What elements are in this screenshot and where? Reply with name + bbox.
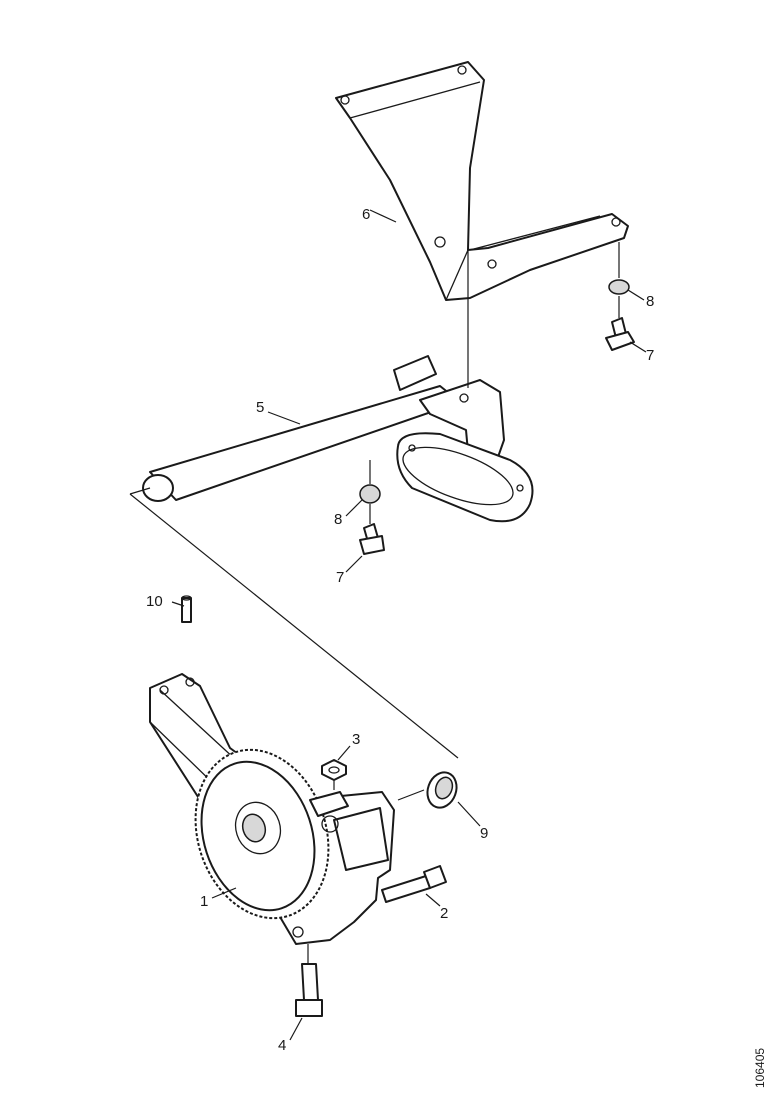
- dowel-pin-part-10: [181, 595, 192, 623]
- callout-7-lower: 7: [336, 569, 344, 586]
- callout-10: 10: [146, 593, 163, 610]
- nut-part-3: [321, 759, 347, 781]
- reference-code: 106405: [753, 1048, 767, 1088]
- assembly-axis-lines: [129, 242, 620, 964]
- bolt-part-4: [295, 963, 323, 1017]
- callout-1: 1: [200, 893, 208, 910]
- callout-7-upper: 7: [646, 347, 654, 364]
- seal-ring-part-9: [426, 771, 458, 809]
- bolt-part-7-upper: [605, 317, 635, 351]
- callout-9: 9: [480, 825, 488, 842]
- callout-3: 3: [352, 731, 360, 748]
- suction-pipe-part-5: [142, 355, 534, 523]
- callout-8-lower: 8: [334, 511, 342, 528]
- bolt-part-7-lower: [359, 523, 385, 555]
- callout-4: 4: [278, 1037, 286, 1054]
- washer-part-8-upper: [608, 279, 630, 295]
- bolt-part-2: [381, 865, 447, 903]
- callout-8-upper: 8: [646, 293, 654, 310]
- callout-leaders: [171, 209, 647, 1041]
- oil-pump-part-1: [149, 673, 395, 945]
- callout-2: 2: [440, 905, 448, 922]
- callout-5: 5: [256, 399, 264, 416]
- washer-part-8-lower: [359, 484, 381, 504]
- mounting-bracket-part-6: [335, 61, 629, 301]
- callout-6: 6: [362, 206, 370, 223]
